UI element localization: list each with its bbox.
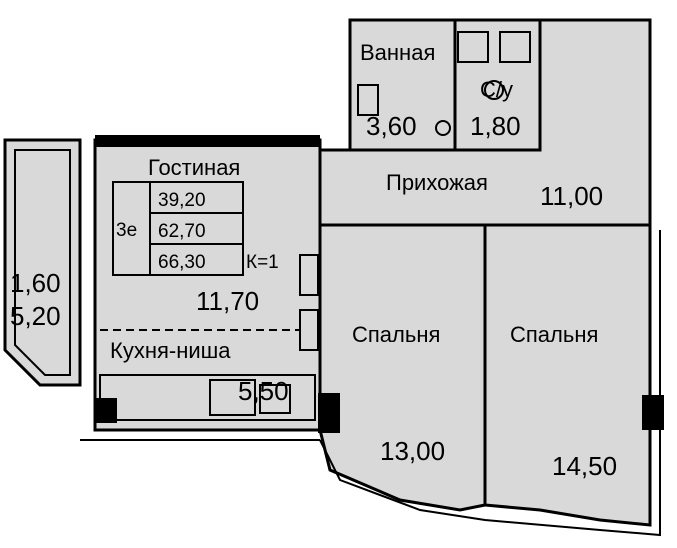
bedroom-1[interactable] <box>318 223 487 512</box>
kitchen-label: Кухня-ниша <box>110 338 231 363</box>
bedroom-1-area: 13,00 <box>380 436 445 466</box>
wall <box>95 135 320 147</box>
bedroom-2-area: 14,50 <box>552 451 617 481</box>
washbasin-icon <box>435 120 451 136</box>
balcony-area-1: 1,60 <box>10 268 61 298</box>
living-area: 39,20 <box>158 190 206 211</box>
outer-wall <box>80 230 661 537</box>
coefficient: К=1 <box>246 252 279 273</box>
bedroom-2-label: Спальня <box>510 322 598 347</box>
kitchen-area: 5,50 <box>238 376 289 406</box>
sink-icon <box>259 384 291 414</box>
room-count: 3е <box>116 220 137 241</box>
living-area-value: 11,70 <box>196 286 259 316</box>
bedroom-1-label: Спальня <box>352 322 440 347</box>
living-room[interactable] <box>93 138 322 432</box>
window <box>299 309 319 351</box>
balcony-area-2: 5,20 <box>10 301 61 331</box>
balcony[interactable] <box>3 138 82 387</box>
wc-label: С/у <box>480 77 513 102</box>
column <box>318 393 340 433</box>
bedroom-2[interactable] <box>483 223 652 527</box>
kitchen-counter <box>99 374 316 421</box>
summary-table <box>112 181 244 276</box>
column <box>95 398 117 423</box>
vent-icon <box>457 31 489 63</box>
hall-label: Прихожая <box>386 170 488 195</box>
total-area: 62,70 <box>158 221 206 242</box>
vent-icon <box>499 31 531 63</box>
total-area-balcony: 66,30 <box>158 252 206 273</box>
bathtub-icon <box>357 84 379 116</box>
stove-icon <box>209 379 256 416</box>
hall-area: 11,00 <box>540 181 603 211</box>
bathroom-label: Ванная <box>360 40 435 65</box>
living-label: Гостиная <box>148 155 240 180</box>
toilet-icon <box>484 80 504 100</box>
wc-area: 1,80 <box>470 111 521 141</box>
balcony-railing <box>14 149 71 376</box>
column <box>642 395 664 430</box>
window <box>299 254 319 296</box>
bathroom-area: 3,60 <box>366 111 417 141</box>
